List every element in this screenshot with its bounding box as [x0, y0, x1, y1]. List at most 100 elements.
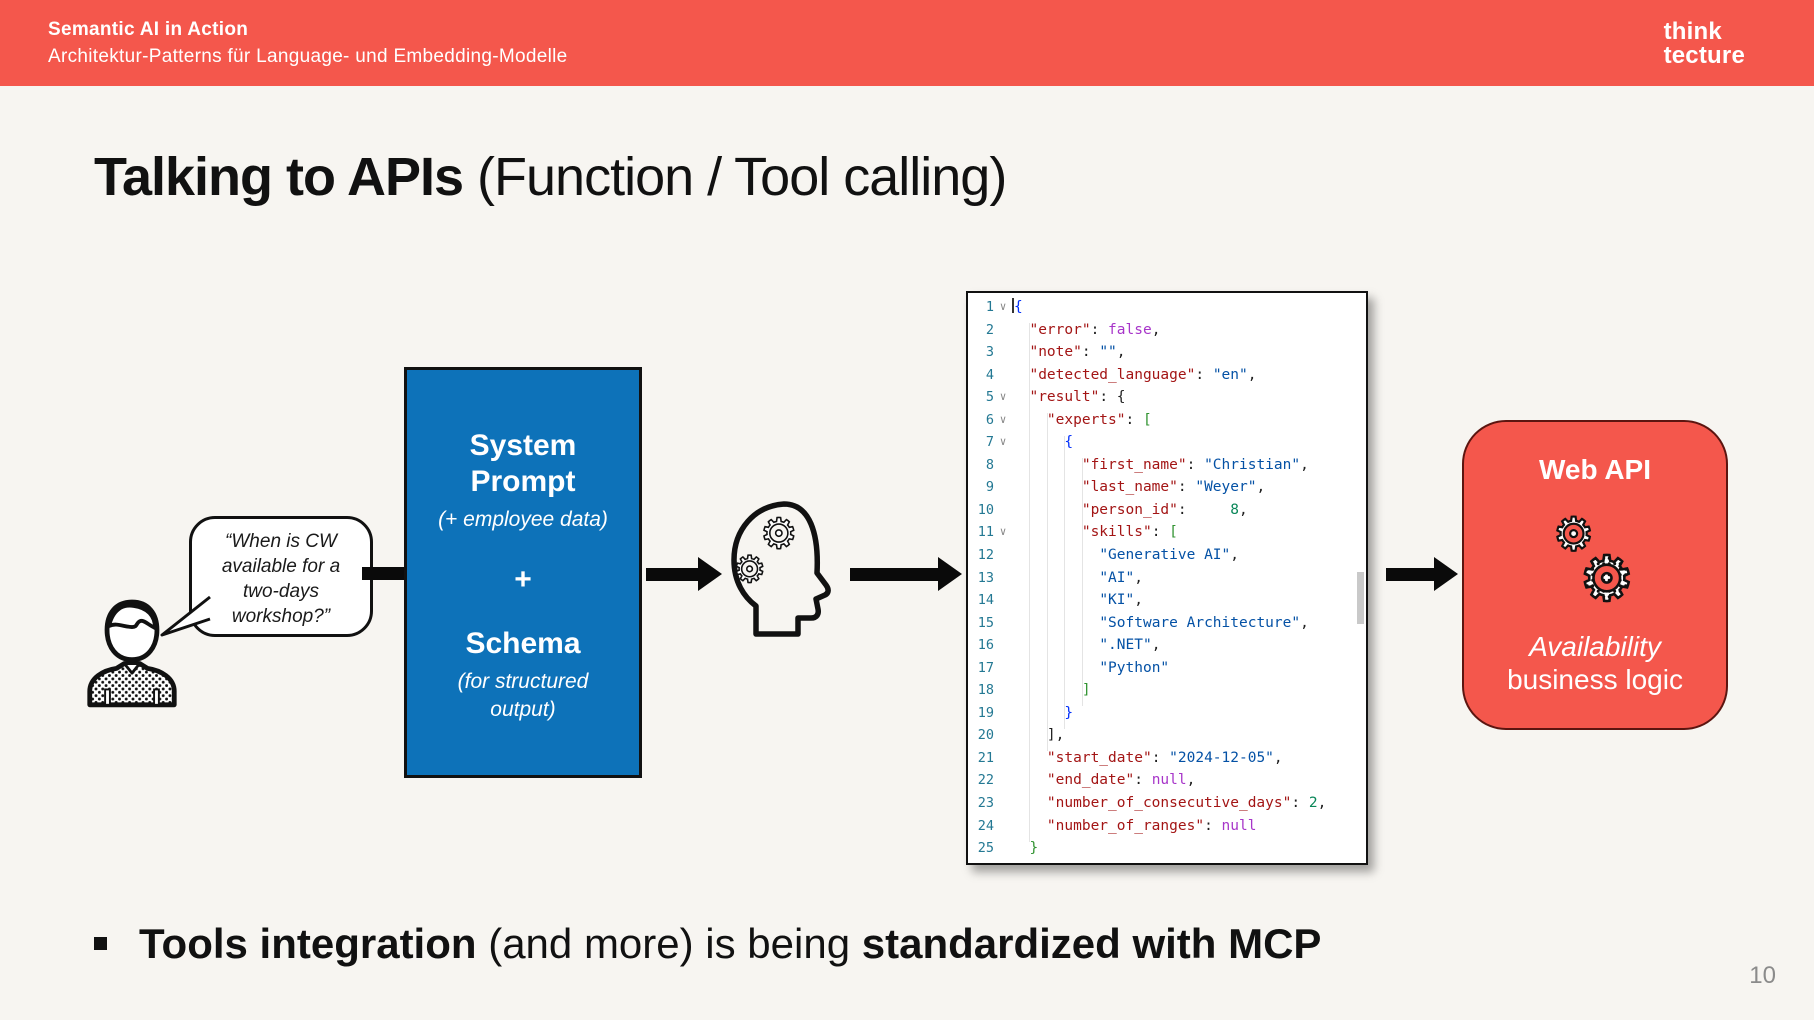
page-title-rest: (Function / Tool calling) [463, 147, 1007, 207]
page-title-bold: Talking to APIs [94, 147, 464, 207]
arrow-right-icon [1386, 557, 1458, 591]
code-text: "Generative AI", [1099, 547, 1239, 564]
code-line: 1∨{ [968, 296, 1366, 319]
line-number: 11 [977, 524, 994, 541]
web-api-box: Web API ⚙ ⚙ Availability business logic [1462, 420, 1728, 730]
llm-head-gears-icon: ⚙ ⚙ [718, 498, 848, 640]
fold-chevron-icon: ∨ [999, 525, 1007, 539]
fold-gutter [994, 476, 1012, 499]
page-title: Talking to APIs (Function / Tool calling… [94, 146, 1007, 208]
svg-text:⚙: ⚙ [760, 509, 798, 558]
code-text: "first_name": "Christian", [1081, 456, 1309, 473]
code-line: 10 "person_id": 8, [968, 499, 1366, 522]
schema-label: Schema [465, 627, 581, 661]
svg-text:⚙: ⚙ [733, 548, 766, 591]
line-number: 5 [985, 389, 994, 406]
code-line: 5∨ "result": { [968, 386, 1366, 409]
code-line: 20 ], [968, 724, 1366, 747]
code-line: 4 "detected_language": "en", [968, 364, 1366, 387]
line-number: 3 [985, 344, 994, 361]
structured-output-label: (for structured output) [457, 670, 589, 721]
code-line: 13 "AI", [968, 567, 1366, 590]
code-text: "note": "", [1029, 344, 1126, 361]
code-text: "Python" [1099, 659, 1170, 676]
fold-gutter [994, 544, 1012, 567]
employee-data-label: (+ employee data) [438, 508, 608, 531]
fold-gutter [994, 589, 1012, 612]
fold-gutter [994, 454, 1012, 477]
code-line: 15 "Software Architecture", [968, 612, 1366, 635]
fold-chevron-icon: ∨ [999, 412, 1007, 426]
fold-gutter [994, 499, 1012, 522]
bullet-bold-1: Tools integration [139, 920, 477, 967]
fold-chevron-icon: ∨ [999, 300, 1007, 313]
code-line: 3 "note": "", [968, 341, 1366, 364]
code-text: "end_date": null, [1046, 772, 1196, 789]
code-line: 18 ] [968, 679, 1366, 702]
line-number: 19 [977, 704, 994, 721]
availability-italic: Availability [1529, 630, 1661, 662]
fold-gutter [994, 612, 1012, 635]
fold-gutter [994, 567, 1012, 590]
fold-chevron-icon: ∨ [999, 435, 1007, 449]
code-text: "result": { [1029, 389, 1126, 406]
code-text: "skills": [ [1081, 524, 1178, 541]
code-text: "detected_language": "en", [1029, 366, 1257, 383]
line-number: 12 [977, 547, 994, 564]
code-text: "Software Architecture", [1099, 614, 1309, 631]
availability-label: Availability business logic [1507, 630, 1683, 696]
speech-bubble-tail [160, 595, 211, 637]
code-text: ] [1081, 682, 1091, 699]
code-line: 6 ∨ "experts": [ [968, 409, 1366, 432]
code-text: ".NET", [1099, 637, 1161, 654]
page-number: 10 [1749, 962, 1776, 989]
code-line: 25 } [968, 837, 1366, 860]
line-number: 22 [977, 772, 994, 789]
code-line: 22 "end_date": null, [968, 769, 1366, 792]
code-line: 2 "error": false, [968, 319, 1366, 342]
speech-bubble-text: “When is CW available for a two-days wor… [221, 531, 341, 628]
code-lines: 1∨{2 "error": false,3 "note": "",4 "dete… [968, 296, 1366, 860]
line-number: 17 [977, 659, 994, 676]
fold-gutter [994, 747, 1012, 770]
bullet-marker [94, 937, 107, 950]
line-number: 21 [977, 749, 994, 766]
user-icon [84, 594, 180, 710]
system-prompt-box: System Prompt (+ employee data) + Schema… [404, 367, 642, 778]
system-prompt-label: System Prompt [469, 429, 577, 498]
line-number: 23 [977, 795, 994, 812]
code-text: "experts": [ [1046, 411, 1152, 428]
text-cursor [1012, 298, 1014, 313]
schema-group: Schema (for structured output) [458, 626, 589, 723]
gears-icon: ⚙ ⚙ [1552, 506, 1636, 610]
fold-gutter [994, 792, 1012, 815]
code-text: "person_id": 8, [1081, 501, 1248, 518]
code-text: "number_of_consecutive_days": 2, [1046, 795, 1327, 812]
line-number: 2 [985, 321, 994, 338]
fold-gutter [994, 657, 1012, 680]
code-text: "AI", [1099, 569, 1143, 586]
connector-bar [362, 567, 408, 580]
code-line: 7∨ { [968, 431, 1366, 454]
fold-gutter [994, 364, 1012, 387]
code-text: "KI", [1099, 592, 1143, 609]
line-number: 6 [985, 411, 994, 428]
line-number: 25 [977, 840, 994, 857]
line-number: 13 [977, 569, 994, 586]
line-number: 4 [985, 366, 994, 383]
deck-subtitle: Architektur-Patterns für Language- und E… [48, 46, 568, 67]
bullet-point: Tools integration (and more) is being st… [94, 920, 1321, 967]
code-line: 11 ∨ "skills": [ [968, 521, 1366, 544]
fold-gutter [994, 815, 1012, 838]
code-text: "error": false, [1029, 321, 1161, 338]
code-text: "start_date": "2024-12-05", [1046, 749, 1283, 766]
code-text: } [1029, 840, 1039, 857]
line-number: 10 [977, 501, 994, 518]
line-number: 1 [985, 299, 994, 315]
speech-bubble: “When is CW available for a two-days wor… [160, 516, 373, 637]
svg-text:⚙: ⚙ [1553, 507, 1594, 561]
deck-title: Semantic AI in Action [48, 19, 249, 40]
fold-gutter [994, 341, 1012, 364]
fold-gutter [994, 319, 1012, 342]
